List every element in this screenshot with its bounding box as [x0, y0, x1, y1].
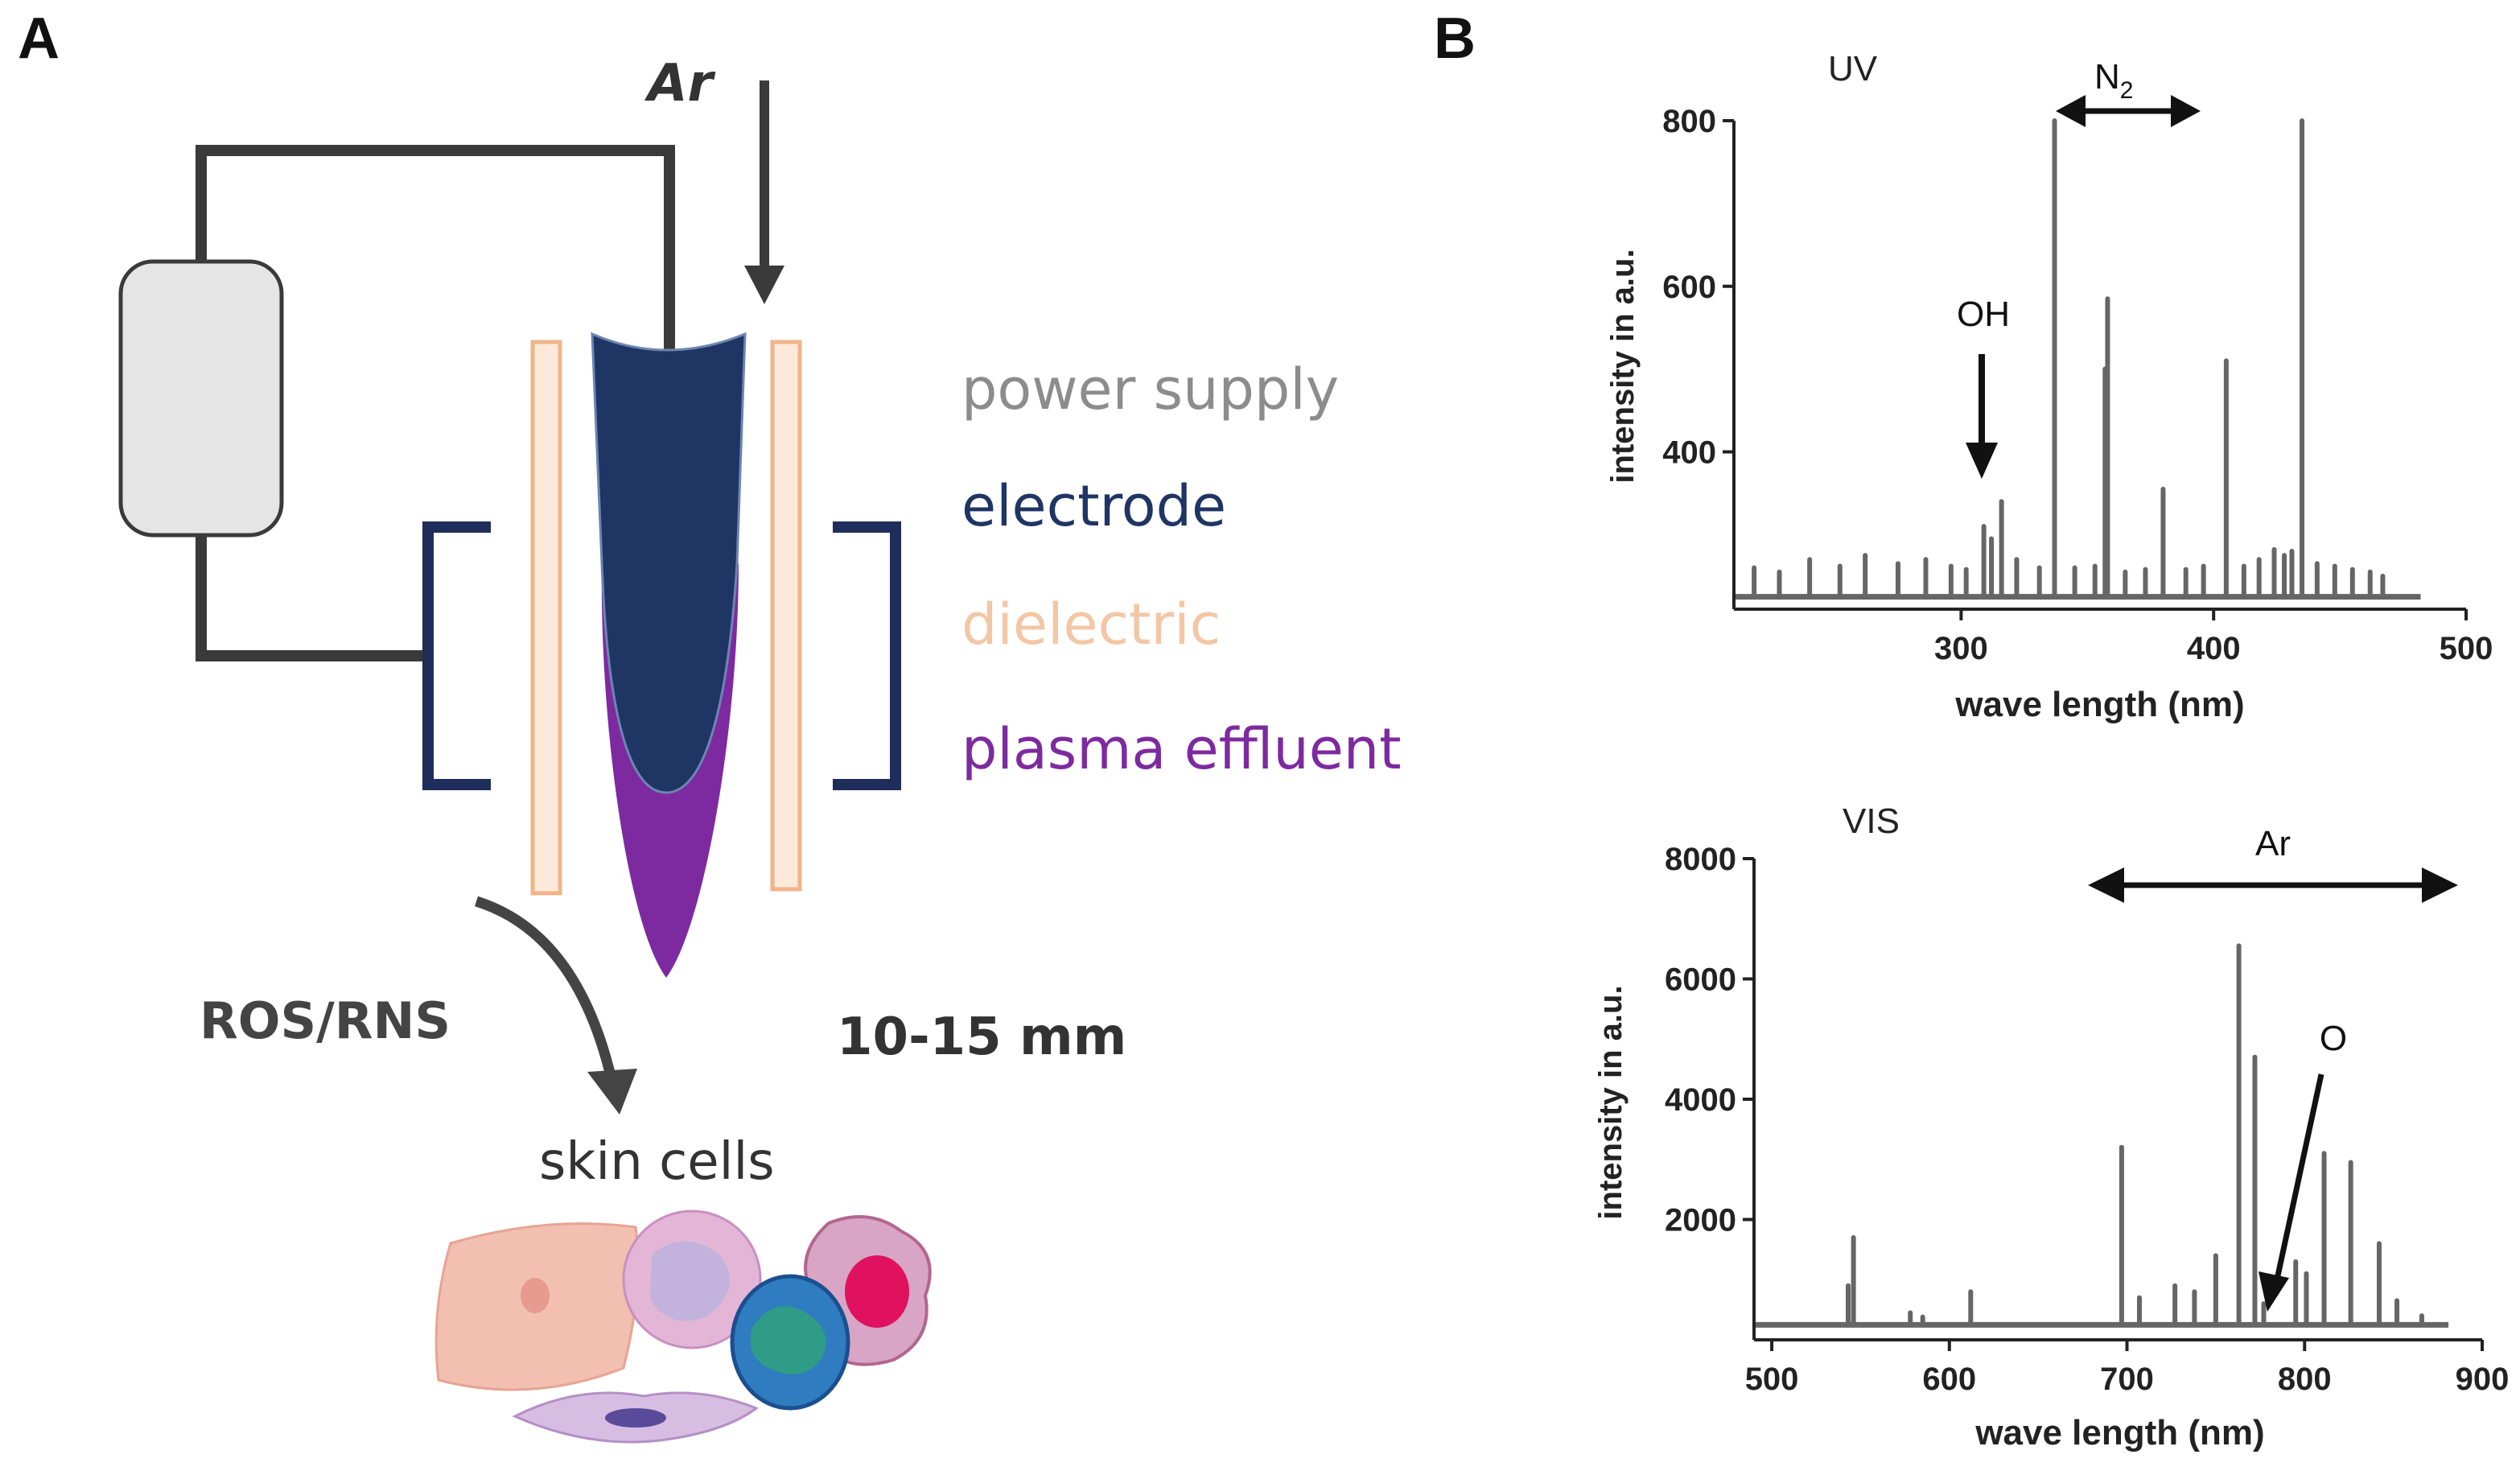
o-annotation-label: O: [2320, 1019, 2347, 1058]
skin-cells-illustration: [434, 1209, 932, 1444]
uv-y-axis-label: intensity in a.u.: [1605, 249, 1641, 483]
uv-x-tick-label: 400: [2187, 631, 2241, 666]
uv-y-tick-label: 400: [1662, 435, 1716, 471]
argon-inlet-arrowhead: [744, 266, 784, 304]
ros-rns-label: ROS/RNS: [200, 991, 451, 1050]
wire-bottom: [196, 531, 426, 661]
vis-y-axis-label: intensity in a.u.: [1593, 985, 1629, 1219]
vis-y-tick-label: 4000: [1665, 1082, 1736, 1118]
vis-x-tick-label: 700: [2100, 1362, 2154, 1397]
o-annotation-arrow-shaft: [2274, 1073, 2324, 1280]
vis-x-tick-label: 800: [2278, 1362, 2332, 1397]
vis-y-tick-label: 6000: [1665, 962, 1736, 998]
wire-top: [196, 145, 675, 354]
ros-rns-arrowhead: [587, 1069, 637, 1115]
uv-band-label: UV: [1828, 49, 1878, 89]
legend-plasma-effluent: plasma effluent: [961, 716, 1402, 782]
outer-electrode-right: [833, 521, 901, 790]
immune-cell-nucleus: [750, 1306, 826, 1374]
uv-x-tick-label: 300: [1934, 631, 1988, 666]
uv-y-ticks: 400 600 800: [1662, 104, 1734, 471]
ros-rns-arrow-curve: [475, 896, 619, 1088]
outer-electrode-left: [422, 521, 491, 790]
panel-a: A Ar power supply electrode dielectric p…: [18, 6, 1402, 1444]
oh-annotation-arrowhead: [1966, 443, 1998, 479]
legend: power supply electrode dielectric plasma…: [961, 356, 1402, 782]
o-annotation-arrowhead: [2259, 1271, 2289, 1312]
vis-x-ticks: 500 600 700 800 900: [1745, 1340, 2510, 1397]
keratinocyte-nucleus: [521, 1278, 550, 1313]
ar-annotation-label: Ar: [2255, 824, 2291, 863]
vis-x-tick-label: 600: [1922, 1362, 1976, 1397]
vis-x-tick-label: 900: [2456, 1362, 2510, 1397]
dielectric-left: [530, 340, 562, 896]
vis-y-tick-label: 2000: [1665, 1203, 1736, 1238]
panel-b-label: B: [1434, 6, 1476, 71]
ar-range-arrowhead-right: [2422, 867, 2458, 903]
uv-y-tick-label: 600: [1662, 270, 1716, 305]
legend-power-supply: power supply: [961, 356, 1339, 422]
vis-band-label: VIS: [1843, 801, 1900, 841]
uv-x-tick-label: 500: [2440, 631, 2493, 666]
vis-spectrum-line: [1754, 943, 2449, 1328]
uv-x-ticks: 300 400 500: [1934, 609, 2493, 666]
vis-y-tick-label: 8000: [1665, 842, 1736, 877]
uv-y-tick-label: 800: [1662, 104, 1716, 139]
vis-spectrum-chart: VIS 500 600 700 800 900 2000 4000 6000 8000 wav…: [1593, 801, 2509, 1452]
ar-range-arrowhead-left: [2088, 867, 2124, 903]
melanocyte-nucleus: [845, 1255, 909, 1328]
uv-x-axis-label: wave length (nm): [1954, 685, 2244, 724]
macrophage-inner: [650, 1241, 730, 1321]
vis-y-ticks: 2000 4000 6000 8000: [1665, 842, 1754, 1238]
dielectric-right: [770, 340, 802, 892]
n2-range-arrowhead-right: [2171, 95, 2201, 127]
fibroblast-nucleus: [605, 1408, 666, 1428]
panel-b: B UV 300 400 500 400 600 800 wave length (nm…: [1434, 6, 2509, 1452]
panel-a-label: A: [18, 6, 60, 71]
n2-text: N: [2094, 57, 2120, 97]
argon-inlet-label: Ar: [644, 54, 716, 113]
power-supply-box: [118, 259, 284, 538]
n2-range-arrowhead-left: [2056, 95, 2086, 127]
n2-subscript: 2: [2120, 77, 2134, 104]
vis-x-tick-label: 500: [1745, 1362, 1799, 1397]
n2-annotation-label: N2: [2094, 57, 2133, 104]
uv-spectrum-line: [1734, 118, 2421, 600]
distance-label: 10-15 mm: [837, 1007, 1126, 1067]
skin-cells-label: skin cells: [539, 1132, 775, 1192]
legend-dielectric: dielectric: [961, 591, 1221, 657]
central-electrode: [591, 332, 747, 794]
vis-x-axis-label: wave length (nm): [1974, 1413, 2264, 1452]
legend-electrode: electrode: [961, 473, 1226, 539]
oh-annotation-label: OH: [1957, 295, 2010, 334]
